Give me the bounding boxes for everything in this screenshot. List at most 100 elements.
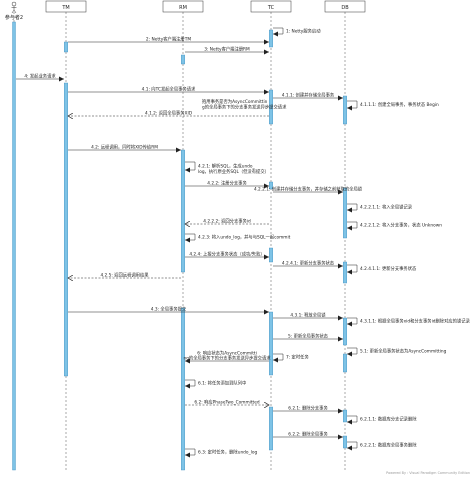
message-m6[interactable]: 6: 响应状态为AsyncCommitting的全局事务下的分支事务发送异步提交… <box>183 349 271 364</box>
message-m43[interactable]: 4.3: 全局事务提交 <box>68 306 269 315</box>
self-message-arrow <box>347 347 358 357</box>
participant-db[interactable]: DB <box>324 0 366 13</box>
message-m2[interactable]: 2: Netty客户端注册TM <box>68 36 269 45</box>
message-m4311[interactable]: 4.3.1.1: 根据全局事务xid和分支事务id删除对应的锁记录 <box>347 318 471 327</box>
participant-rm[interactable]: RM <box>162 0 204 13</box>
message-m5[interactable]: 5: 更新全局事务状态 <box>273 333 343 342</box>
message-m621[interactable]: 6.2.1: 删除分支事务 <box>273 405 343 414</box>
message-label: 4.2.3: 将入undo_log，并与与SQL一起commit <box>198 234 291 241</box>
message-m7[interactable]: 7: 定时任务 <box>273 353 309 363</box>
activation-bar-rm-3 <box>181 307 185 471</box>
participant-label-tc: TC <box>267 5 275 11</box>
participant-label-actor: 参与者2 <box>5 14 23 21</box>
message-label: 4.2.4.1: 更新分支事务状态 <box>282 260 335 267</box>
message-m6221[interactable]: 6.2.2.1: 数据库全局事务删除 <box>347 442 417 451</box>
message-m42211[interactable]: 4.2.2.1.1: 将入全局锁记录 <box>347 204 413 213</box>
message-m4111[interactable]: 4.1.1.1: 创建全局事务，事务状态 Begin <box>347 100 439 111</box>
activation-bar-actor-1 <box>12 21 16 471</box>
self-message-arrow <box>347 100 358 111</box>
participant-tm[interactable]: TM <box>45 0 87 13</box>
actor-leg-left-icon <box>11 9 15 14</box>
message-label: 6.2.1.1: 数据库分支记录删除 <box>360 416 417 423</box>
message-label: 4.1.1: 创建并存储全局事务 <box>282 92 335 99</box>
message-label: 4.2.4.1.1: 更新分支事务状态 <box>360 265 417 272</box>
message-label: 6.2.2: 删除全局事务 <box>288 431 328 438</box>
activation-bar-db-4 <box>343 317 347 346</box>
participant-label-rm: RM <box>179 5 187 11</box>
message-m63[interactable]: 6.3: 定时任务，删除undo_log <box>185 448 257 458</box>
message-m411[interactable]: 4.1.1: 创建并存储全局事务 <box>273 92 343 101</box>
message-m431[interactable]: 4.3.1: 释放全局锁 <box>273 312 343 321</box>
self-message-arrow <box>347 264 358 275</box>
participant-actor[interactable]: 参与者2 <box>5 1 23 21</box>
message-m4241[interactable]: 4.2.4.1: 更新分支事务状态 <box>273 260 343 269</box>
message-label: 4.2: 远程调用，同时将XID传给RM <box>91 144 158 151</box>
activation-bar-rm-1 <box>181 54 185 65</box>
message-label: 4: 发起业务请求 <box>24 73 56 80</box>
message-label: 2: Netty客户端注册TM <box>146 36 191 43</box>
message-label: 3: Netty客户端注册RM <box>204 46 250 53</box>
self-message-arrow <box>273 27 284 37</box>
message-m424[interactable]: 4.2.4: 上报分支事务状态（成功/失败） <box>185 251 269 260</box>
message-label: 4.2.2.1: 创建并存储分支事务，并存储之前获取的全局锁 <box>254 186 363 193</box>
message-m422[interactable]: 4.2.2: 注册分支事务 <box>185 180 269 189</box>
message-m425[interactable]: 4.2.5: 返回远程调用结果 <box>68 272 181 279</box>
activation-bar-tc-6 <box>269 406 273 451</box>
activation-bar-db-2 <box>343 187 347 239</box>
self-message-arrow <box>347 221 358 231</box>
note-box <box>199 96 265 114</box>
self-message-arrow <box>185 448 196 458</box>
message-label: 4.2.2.1.1: 将入全局锁记录 <box>360 204 413 211</box>
message-m423[interactable]: 4.2.3: 将入undo_log，并与与SQL一起commit <box>185 234 291 243</box>
message-m4[interactable]: 4: 发起业务请求 <box>16 73 64 82</box>
participant-label-db: DB <box>341 5 349 11</box>
message-m622[interactable]: 6.2.2: 删除全局事务 <box>273 431 343 440</box>
participant-label-tm: TM <box>61 5 69 11</box>
message-label: 5: 更新全局事务状态 <box>288 333 329 340</box>
message-label: 6.2.2.1: 数据库全局事务删除 <box>360 442 417 449</box>
message-m412[interactable]: 4.1.2: 返回全局事务XID <box>68 110 269 117</box>
message-label: ng的全局事务下的分支事务发送异步提交请求 <box>183 355 271 362</box>
message-label: 6.2: 响应PhaseTwo_Committed <box>194 399 259 406</box>
activation-bar-tc-2 <box>269 89 273 125</box>
activation-bar-tc-5 <box>269 311 273 376</box>
activation-bar-db-3 <box>343 261 347 284</box>
message-m42212[interactable]: 4.2.2.1.2: 将入分支事务，状态 Unknown <box>347 221 442 231</box>
message-label: 4.3: 全局事务提交 <box>151 306 187 313</box>
message-m421[interactable]: 4.2.1: 解析SQL，生成undo_log，执行原业务SQL（但没有提交） <box>185 161 269 175</box>
message-m41[interactable]: 4.1: 向TC发起全局事务请求 <box>68 86 269 95</box>
self-message-arrow <box>185 379 196 389</box>
message-m1[interactable]: 1: Netty服务启动 <box>273 27 321 37</box>
participant-box-db <box>324 0 366 13</box>
activation-bar-tm-1 <box>64 41 68 53</box>
message-label: 4.1.2: 返回全局事务XID <box>145 110 193 117</box>
message-label: 4.3.1.1: 根据全局事务xid和分支事务id删除对应的锁记录 <box>360 318 471 325</box>
actor-head-icon <box>11 1 17 7</box>
message-m62[interactable]: 6.2: 响应PhaseTwo_Committed <box>185 399 269 406</box>
message-m42411[interactable]: 4.2.4.1.1: 更新分支事务状态 <box>347 264 417 275</box>
message-label: 6.3: 定时任务，删除undo_log <box>198 449 257 456</box>
activation-bar-db-5 <box>343 353 347 373</box>
message-m51[interactable]: 5.1: 更新全局事务状态为AsyncCommitting <box>347 347 447 357</box>
message-label: 4.1.1.1: 创建全局事务，事务状态 Begin <box>360 101 439 108</box>
activation-bar-tc-1 <box>269 29 273 48</box>
message-m4222[interactable]: 4.2.2.2: 返回分支事务id <box>185 218 269 225</box>
message-m42[interactable]: 4.2: 远程调用，同时将XID传给RM <box>68 144 181 153</box>
self-message-arrow <box>185 161 196 173</box>
self-message-arrow <box>347 415 358 425</box>
message-label: log，执行原业务SQL（但没有提交） <box>198 168 269 175</box>
participant-tc[interactable]: TC <box>250 0 292 13</box>
activation-bar-tc-3 <box>269 181 273 190</box>
activation-bar-rm-2 <box>181 149 185 273</box>
self-message-arrow <box>273 353 284 363</box>
activation-bar-tc-4 <box>269 247 273 263</box>
message-m4221[interactable]: 4.2.2.1: 创建并存储分支事务，并存储之前获取的全局锁 <box>254 186 363 195</box>
message-label: 4.3.1: 释放全局锁 <box>290 312 326 319</box>
message-label: 4.2.4: 上报分支事务状态（成功/失败） <box>189 251 264 258</box>
participant-box-rm <box>162 0 204 13</box>
message-m6211[interactable]: 6.2.1.1: 数据库分支记录删除 <box>347 415 417 425</box>
message-m61[interactable]: 6.1: 将任务添加到队列中 <box>185 379 246 389</box>
message-m3[interactable]: 3: Netty客户端注册RM <box>185 46 269 55</box>
message-label: 4.2.2.2: 返回分支事务id <box>203 218 251 225</box>
message-label: 4.2.1: 解析SQL，生成undo_ <box>198 163 256 170</box>
